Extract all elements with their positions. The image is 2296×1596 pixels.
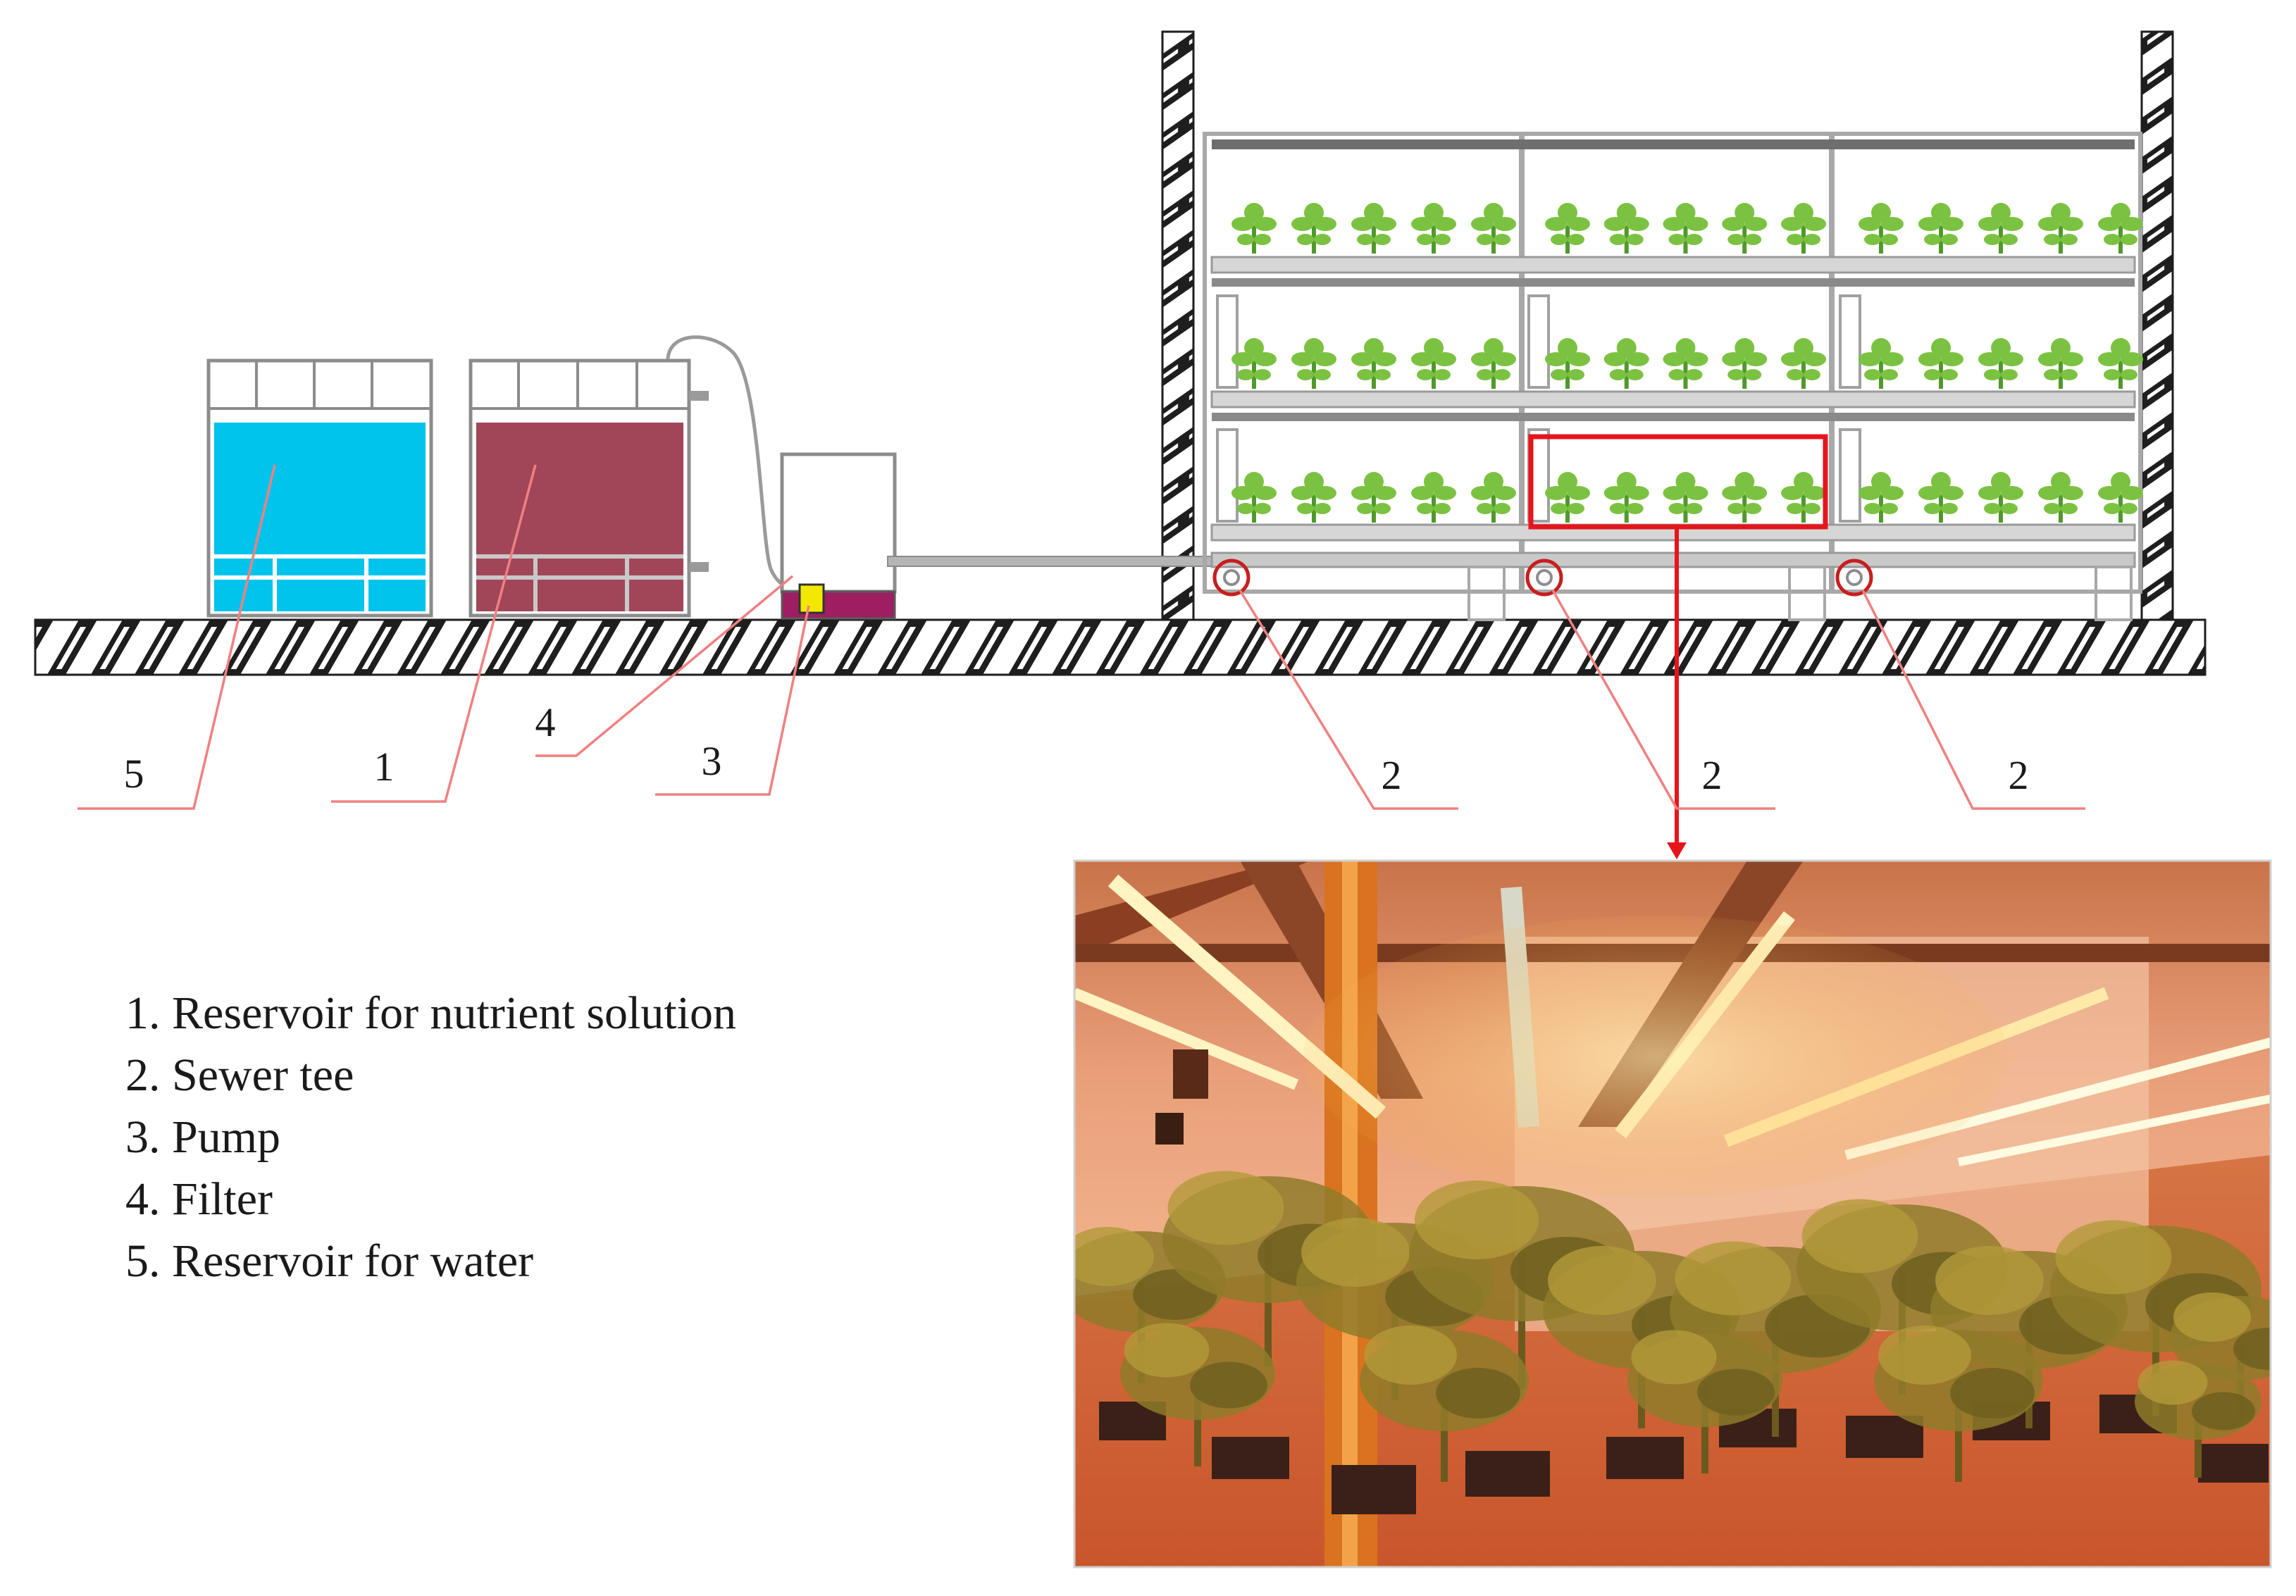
rack-plant — [1781, 472, 1826, 523]
legend-item-reservoir-water: 5. Reservoir for water — [125, 1235, 534, 1287]
leader-2c — [1861, 590, 2085, 810]
callout-number-3: 3 — [702, 738, 722, 784]
legend-item-pump: 3. Pump — [125, 1111, 281, 1163]
rack-plant — [1471, 338, 1516, 389]
legend-item-reservoir-nutrient: 1. Reservoir for nutrient solution — [125, 987, 737, 1039]
rack-plant — [1663, 338, 1708, 389]
rack-post-left — [1161, 30, 1195, 621]
rack-plant — [1858, 338, 1904, 389]
photo-plant — [1120, 1323, 1275, 1466]
rack-plant — [1545, 472, 1590, 523]
photo-plant — [1627, 1330, 1782, 1473]
leader-5 — [77, 464, 276, 810]
rack-plant — [1291, 472, 1336, 523]
rack-plant — [1603, 472, 1649, 523]
callout-arrow-head — [1667, 842, 1687, 859]
rack-plant — [2098, 203, 2143, 254]
rack-plant — [1545, 203, 1590, 254]
rack-plant — [2098, 338, 2143, 389]
rack-plant — [1545, 338, 1590, 389]
callout-number-2c: 2 — [2009, 752, 2029, 798]
rack-plant — [1351, 203, 1396, 254]
rack-plant — [1978, 472, 2023, 523]
nutrient-reservoir — [468, 359, 709, 618]
rack-plant — [1231, 472, 1277, 523]
callout-number-2b: 2 — [1702, 752, 1723, 798]
leader-1 — [331, 464, 537, 803]
rack-plant — [1918, 203, 1963, 254]
photo-plant — [1360, 1326, 1529, 1482]
legend-item-filter: 4. Filter — [125, 1173, 273, 1225]
callout-number-1: 1 — [374, 744, 395, 790]
rack-plant — [1663, 472, 1708, 523]
rack-plant — [2038, 338, 2083, 389]
rack-plant — [1722, 203, 1768, 254]
growing-rack — [1203, 132, 2142, 621]
callout-number-4: 4 — [535, 699, 556, 745]
rack-plant — [1918, 338, 1963, 389]
legend-item-sewer-tee: 2. Sewer tee — [125, 1049, 354, 1101]
pump-unit — [780, 452, 897, 620]
rack-plant — [1603, 338, 1649, 389]
photo-plant — [1874, 1326, 2043, 1482]
rack-plant — [1291, 203, 1336, 254]
ground-slab — [34, 618, 2207, 676]
rack-plant — [1781, 338, 1826, 389]
rack-plant — [1858, 472, 1904, 523]
rack-plant — [1918, 472, 1963, 523]
callout-number-5: 5 — [124, 751, 144, 797]
rack-plant — [1411, 338, 1456, 389]
filter-cartridge — [798, 583, 825, 614]
rack-plant — [1231, 338, 1277, 389]
rack-plants — [1231, 203, 2143, 523]
rack-plant — [1471, 472, 1516, 523]
rack-plant — [1978, 338, 2023, 389]
rack-plant — [1663, 203, 1708, 254]
supply-hose — [666, 335, 797, 588]
rack-plant — [1291, 338, 1336, 389]
rack-plant — [1411, 472, 1456, 523]
leader-lines — [77, 464, 2085, 810]
leader-2a — [1239, 590, 1458, 810]
rack-plant — [1603, 203, 1649, 254]
leader-2b — [1551, 590, 1775, 810]
photo-plant — [2135, 1360, 2261, 1478]
sewer-tee-middle — [1525, 559, 1563, 597]
rack-plant — [1722, 338, 1768, 389]
rack-plant — [1781, 203, 1826, 254]
rack-plant — [1722, 472, 1768, 523]
legend: 1. Reservoir for nutrient solution 2. Se… — [125, 983, 736, 1292]
rack-plant — [1411, 203, 1456, 254]
sewer-tee-left — [1212, 559, 1251, 597]
rack-plant — [1351, 472, 1396, 523]
rack-plant — [1978, 203, 2023, 254]
photo-frame — [1073, 859, 2272, 1569]
rack-plant — [2098, 472, 2143, 523]
sewer-tee-right — [1835, 559, 1873, 597]
leader-4 — [535, 575, 794, 757]
rack-post-right — [2140, 30, 2174, 621]
photo-plant — [2170, 1292, 2271, 1423]
water-reservoir — [206, 359, 433, 618]
callout-number-2a: 2 — [1382, 752, 1402, 798]
rack-plant — [2038, 203, 2083, 254]
rack-plant — [1858, 203, 1904, 254]
rack-plant — [1231, 203, 1277, 254]
rack-plant — [1351, 338, 1396, 389]
rack-plant — [2038, 472, 2083, 523]
rack-plant — [1471, 203, 1516, 254]
leader-3 — [655, 605, 810, 796]
growroom-photo — [1074, 861, 2271, 1567]
